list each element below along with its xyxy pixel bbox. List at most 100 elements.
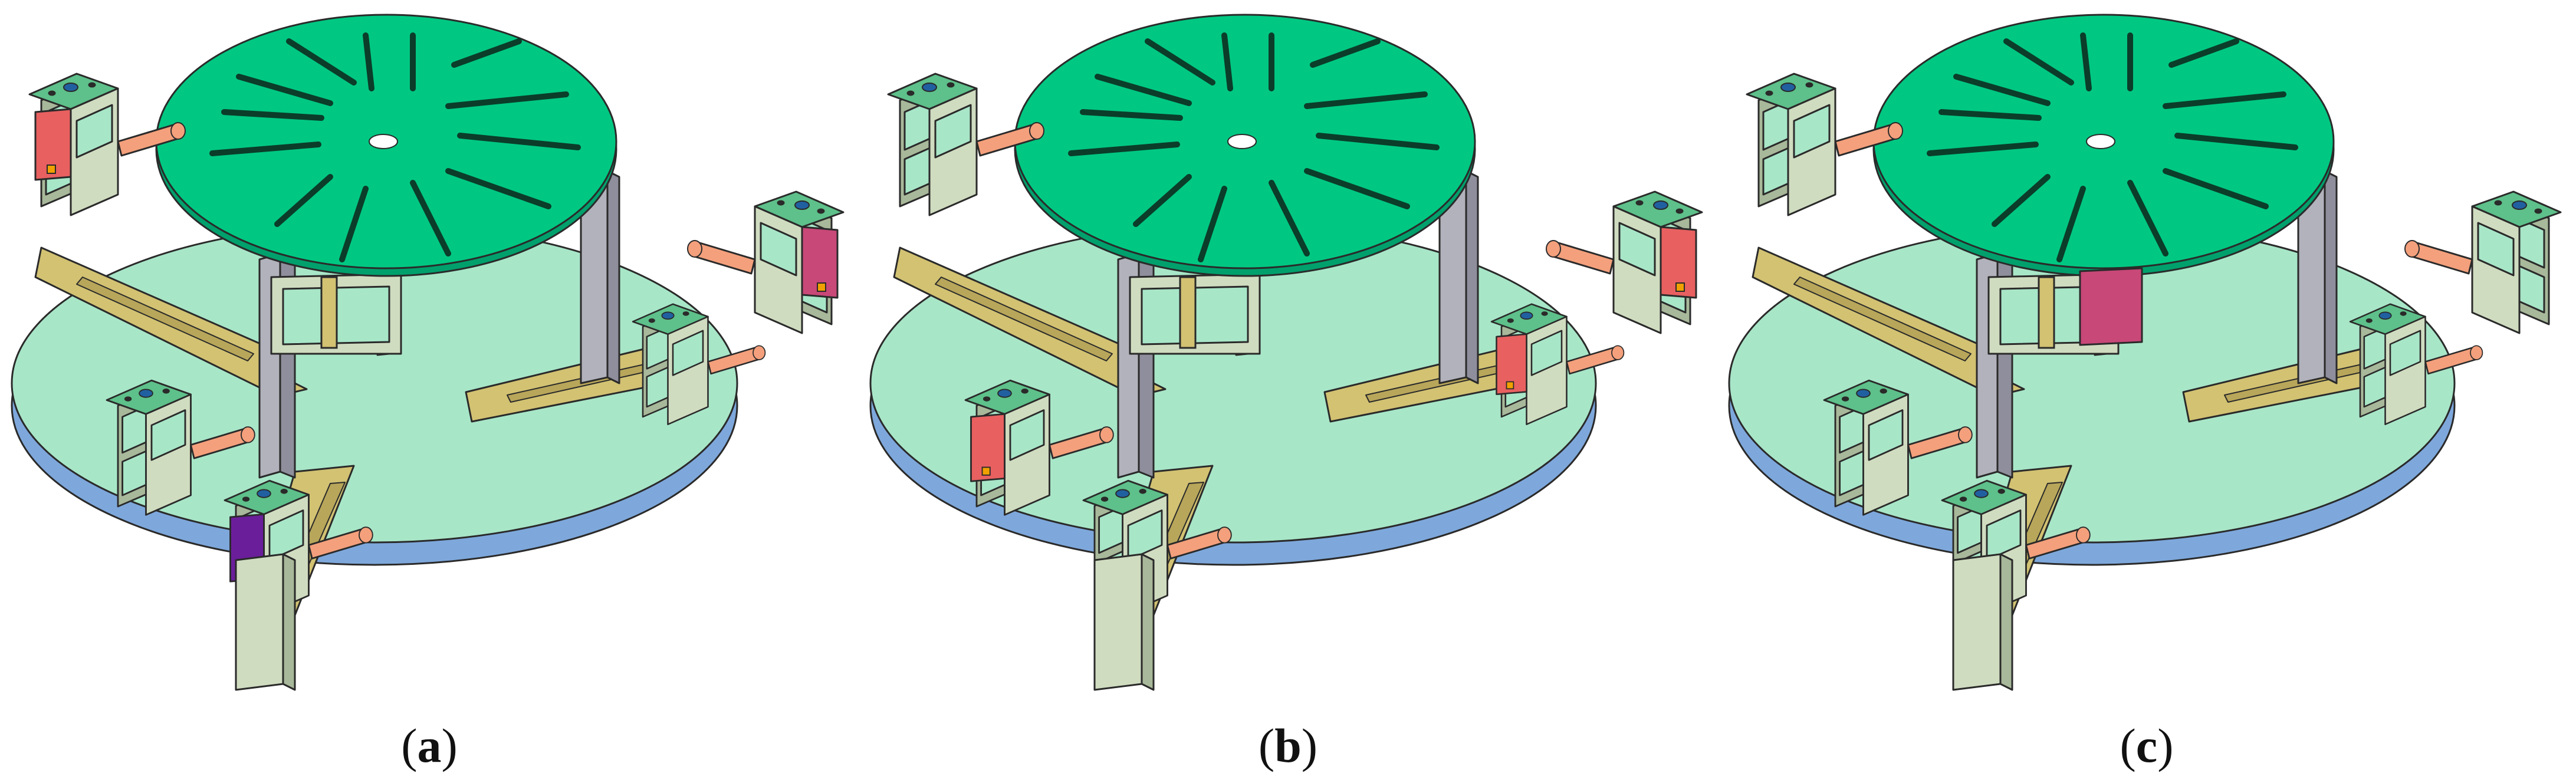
actuator-bottom-left-shaft-end [241,426,255,443]
actuator-right-hole-right [777,200,785,206]
actuator-right-inner-shaft-end [2470,345,2483,360]
turntable-slot-13 [1080,109,1183,121]
panel-a: (a) [0,0,859,783]
actuator-bottom-left-magnet-coil [970,413,1006,482]
actuator-right-inner-shaft-end [1611,345,1625,360]
actuator-bottom-front-bolt-hole [257,489,271,498]
turntable-slot-13 [1938,109,2042,121]
actuator-right-inner-bolt-hole [661,311,675,320]
rail-left-slot [935,277,1113,361]
turntable-slot-13 [221,109,324,121]
actuator-bottom-left-hole-right [1880,389,1887,394]
actuator-top-left-magnet-coil [34,108,72,181]
turntable-slot-8 [445,168,551,209]
turntable-slot-12 [209,142,321,156]
actuator-bottom-left-magnet-terminal [981,466,991,476]
actuator-bottom-left-bolt-hole [139,389,153,398]
actuator-bottom-front-bolt-hole [1974,489,1989,498]
frame-inner-post [1179,276,1197,349]
actuator-right-hole-right [1635,200,1644,206]
caption-a-open: ( [401,719,418,772]
column-right-side [606,170,620,384]
actuator-right [2404,190,2562,334]
actuator-bottom-left-hole-left [983,396,991,402]
front-foot-block-side [1999,553,2013,691]
turntable-slot-10 [2056,186,2086,262]
actuator-top-left-bolt-hole [1780,83,1796,92]
actuator-bottom-left-bolt-hole [997,389,1012,398]
actuator-bottom-front-hole-right [280,489,288,494]
rail-left [1752,246,2025,397]
actuator-right-inner-hole-left [648,318,655,323]
actuator-top-left-hole-left [1765,90,1773,96]
caption-a-letter: a [417,719,442,772]
caption-b-close: ) [1301,719,1318,772]
panel-c: (c) [1717,0,2576,783]
actuator-bottom-front-shaft-end [1217,527,1232,544]
turntable-slot-12 [1068,142,1180,156]
actuator-top-left-hole-left [48,90,56,96]
actuator-top-left [887,73,1044,216]
turntable-slot-10 [339,186,369,262]
actuator-bottom-left-hole-left [124,396,132,402]
actuator-top-left [1746,73,1903,216]
actuator-right-hole-left [817,208,825,214]
turntable-slot-5 [451,38,522,68]
turntable-slot-7 [1316,133,1440,150]
rail-left-slot [1793,277,1972,361]
turntable-slot-11 [1133,174,1192,227]
actuator-bottom-left-hole-left [1841,396,1849,402]
turntable-center-hole [369,134,398,149]
front-foot-block [1952,553,2002,691]
rail-left-slot [76,277,254,361]
actuator-right-inner-bolt-hole [1520,311,1533,320]
turntable-slot-2 [286,38,357,85]
actuator-right [1546,190,1703,334]
turntable-slot-11 [1992,174,2051,227]
actuator-top-left-magnet-terminal [47,165,56,174]
front-foot-block [235,553,284,691]
turntable-center-hole [2086,134,2115,149]
caption-b-letter: b [1274,719,1302,772]
actuator-right-shaft-end [2404,240,2420,258]
actuator-bottom-front-hole-left [1959,496,1967,502]
turntable-slot-1 [1095,74,1192,106]
caption-c-letter: c [2135,719,2158,772]
actuator-right-hole-left [1675,208,1684,214]
turntable-slot-8 [2163,168,2269,209]
actuator-right-hole-left [2534,208,2542,214]
mechanism-drawing-c [1728,14,2562,691]
actuator-bottom-left-shaft-end [1099,426,1114,443]
actuator-bottom-left-bolt-hole [1856,389,1871,398]
column-right-side [1465,170,1479,384]
actuator-right-inner [632,303,766,426]
actuator-top-left-shaft-end [1029,122,1044,140]
actuator-right-magnet-coil [801,226,839,299]
center-magnet [2079,267,2143,346]
actuator-right-shaft-end [687,240,702,258]
turntable-slot-6 [2163,91,2286,109]
actuator-right-inner-hole-left [2365,318,2373,323]
caption-c-open: ( [2120,719,2136,772]
turntable-slot-7 [457,133,581,150]
actuator-right-bracket-front-window [760,222,797,277]
actuator-bottom-left-hole-right [162,389,170,394]
actuator-right-inner [1490,303,1625,426]
column-right-side [2324,170,2338,384]
actuator-bottom-left [106,379,255,516]
turntable-slot-9 [2127,180,2168,256]
actuator-right-bolt-hole [794,200,810,210]
actuator-right-inner-magnet-coil [1496,333,1527,396]
actuator-bottom-front-shaft-end [359,527,373,544]
frame-inner-post [2038,276,2055,349]
frame-inner-post [320,276,338,349]
actuator-top-left-hole-right [947,82,955,88]
front-foot-block [1093,553,1143,691]
actuator-right-inner-bracket-front-window [2389,330,2421,376]
actuator-right-magnet-coil [1660,226,1697,299]
actuator-right-magnet-terminal [1675,282,1685,292]
caption-a: (a) [341,716,518,775]
turntable-slot-12 [1927,142,2039,156]
actuator-bottom-front-hole-right [1997,489,2005,494]
